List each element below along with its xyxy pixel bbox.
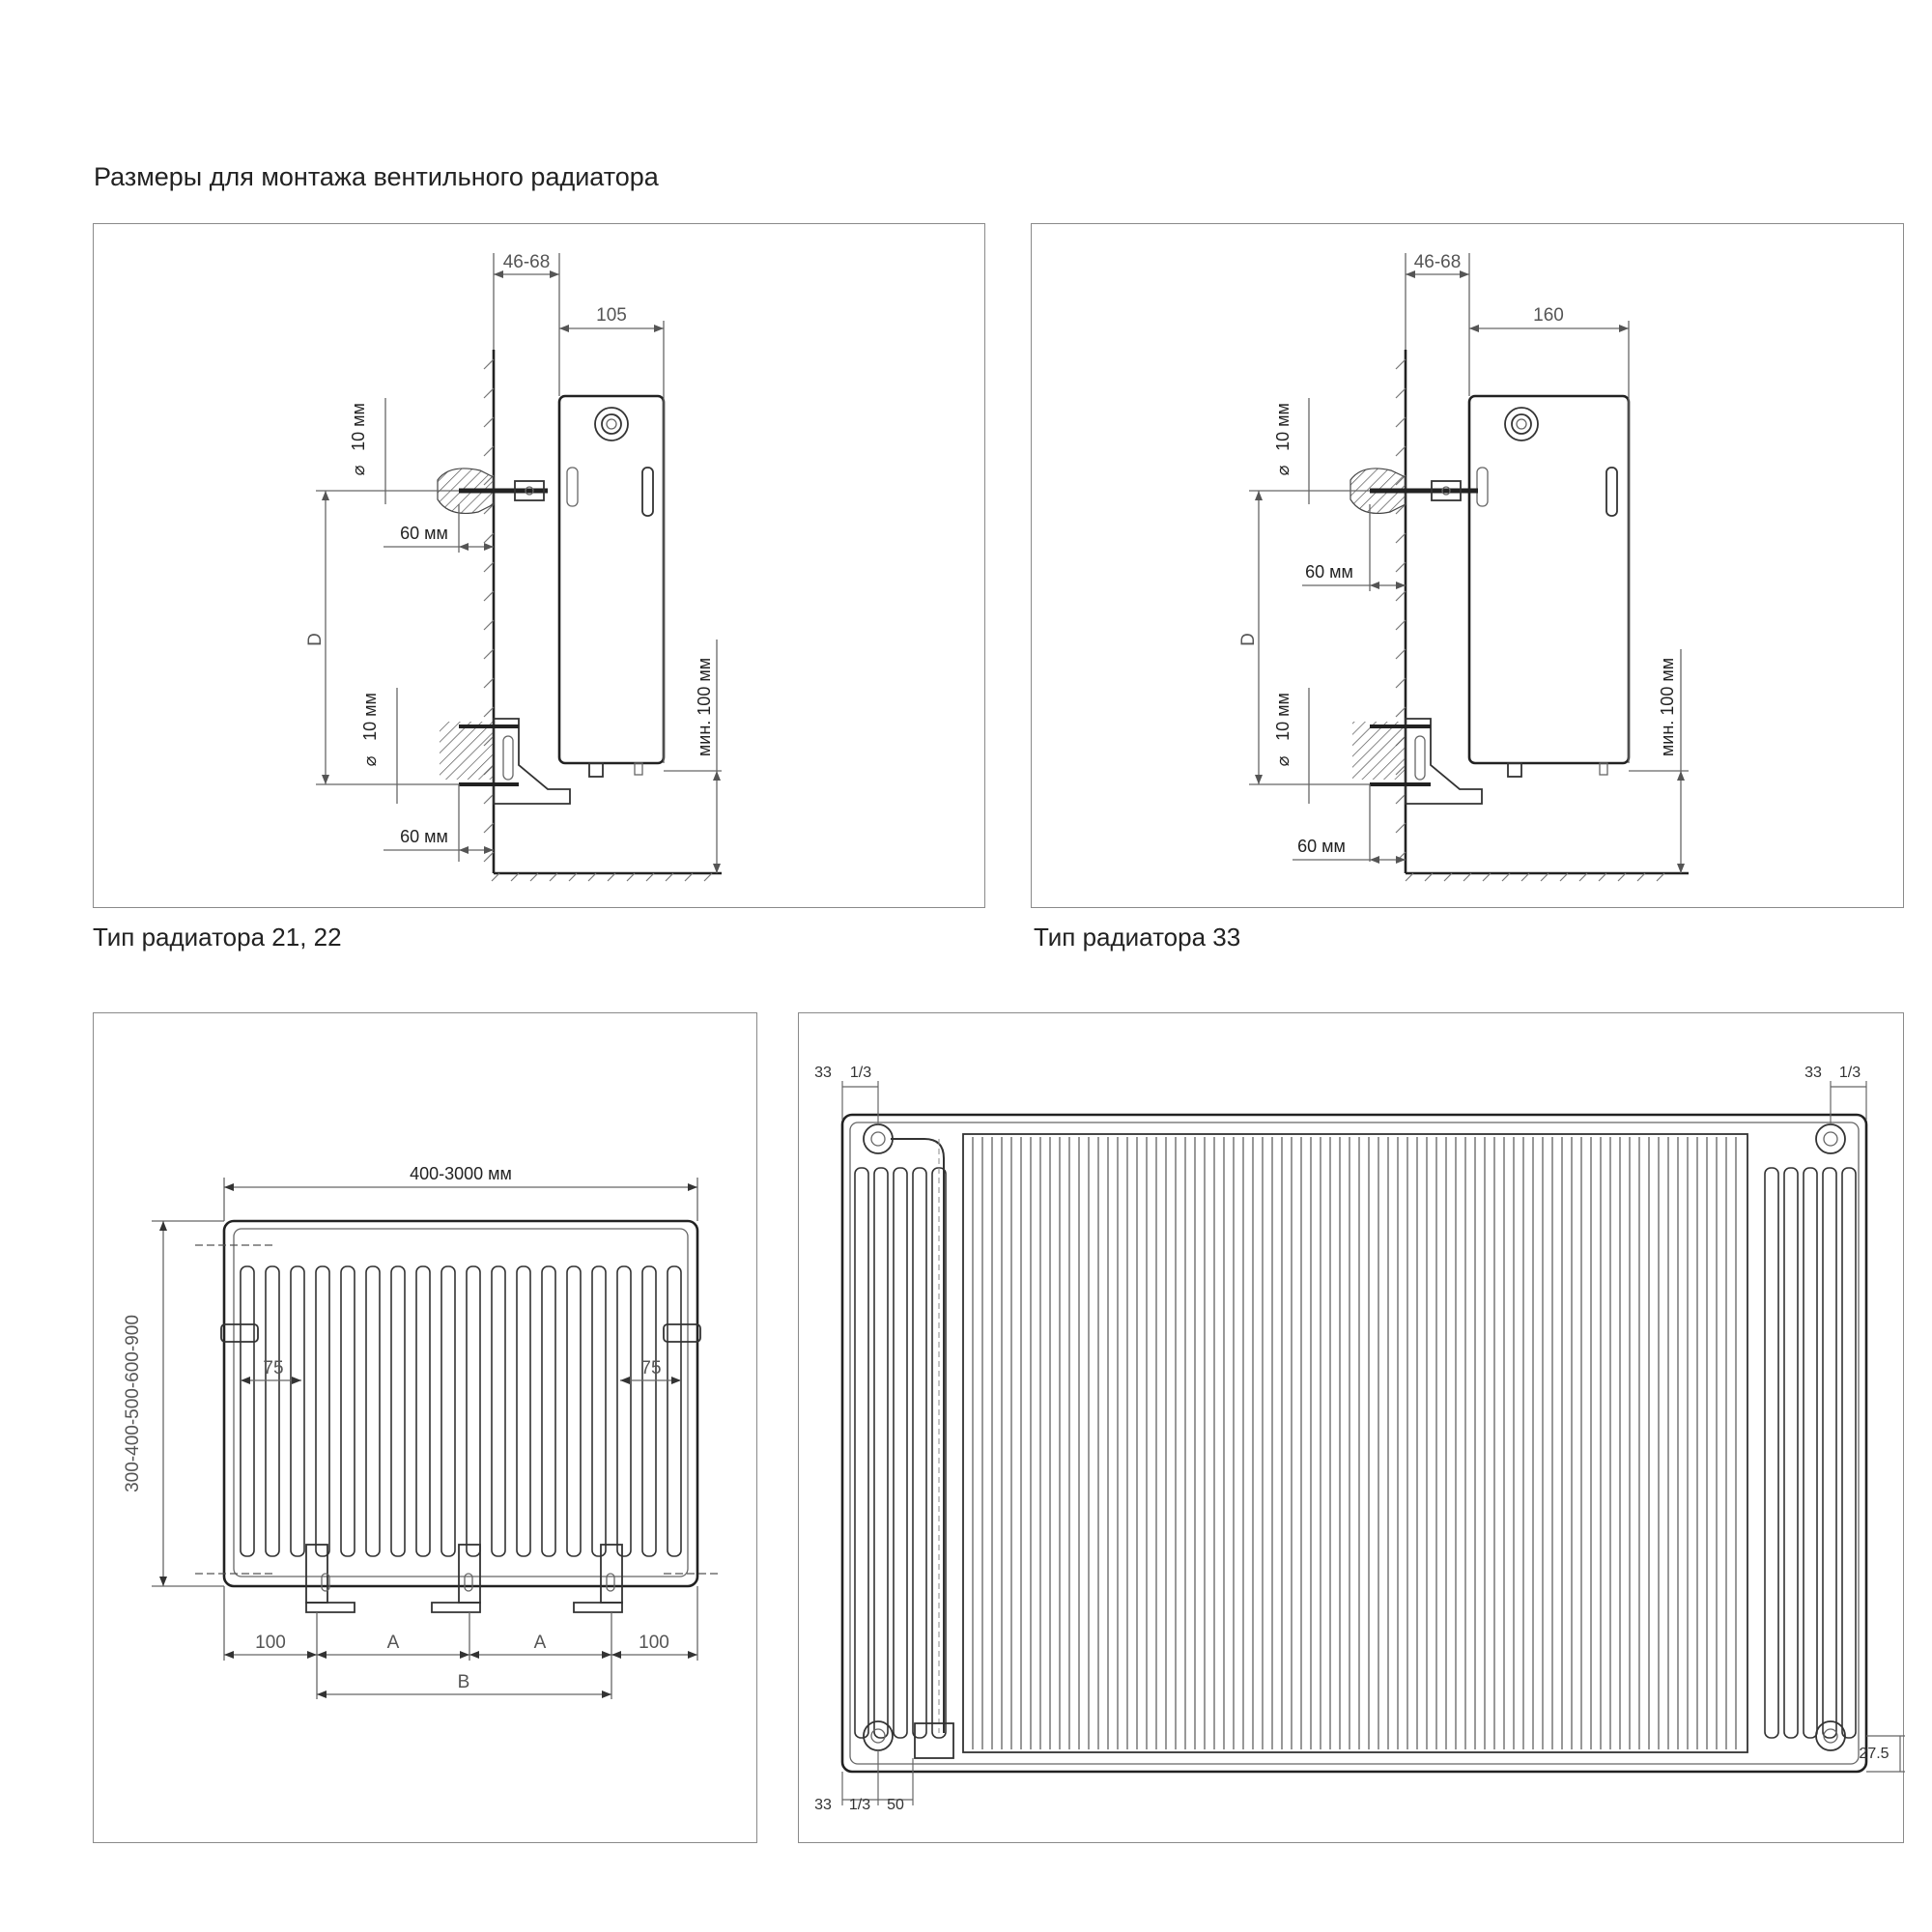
dim-bl-33: 33: [814, 1797, 832, 1813]
front-view-detail-drawing: 33 1/3 33 1/3 33 1/3 50 27.5: [814, 1065, 1905, 1813]
side-view-drawing-21-22: 46-68 105 D 10 мм ⌀ 60 мм 10 мм ⌀ 60 мм: [305, 252, 722, 882]
floor-bracket-right: [573, 1544, 623, 1613]
top-wall-bolt: [1350, 468, 1478, 515]
connector-top-right: [1815, 1123, 1846, 1154]
dim-right-75: 75: [640, 1358, 661, 1378]
mounting-slot: [1605, 467, 1618, 517]
dim-b: B: [458, 1672, 470, 1692]
dim-a-left: A: [387, 1633, 400, 1653]
panel-side-view-type-33: 46-68 160 D 10 мм ⌀ 60 мм 10 мм ⌀ 60 мм …: [1031, 223, 1904, 908]
convector-fins: [972, 1137, 1737, 1749]
dim-offset-top: 60 мм: [1305, 562, 1353, 582]
radiator-inner-outline: [849, 1122, 1860, 1765]
radiator-bottom-nipples: [1507, 762, 1608, 778]
dim-right-100: 100: [639, 1633, 669, 1653]
dim-d: D: [1238, 633, 1259, 646]
side-view-drawing-33: 46-68 160 D 10 мм ⌀ 60 мм 10 мм ⌀ 60 мм …: [1238, 252, 1689, 882]
dim-length: 400-3000 мм: [410, 1164, 512, 1183]
panel-front-view-brackets: 400-3000 мм 300-400-500-600-900 75 75 10…: [93, 1012, 757, 1843]
dim-depth: 160: [1533, 305, 1564, 326]
radiator-inner-outline: [233, 1228, 689, 1577]
floor-bracket-left: [305, 1544, 355, 1613]
convector-panel: [962, 1133, 1748, 1753]
dim-tr-33: 33: [1804, 1065, 1822, 1081]
dim-tl-1-3: 1/3: [850, 1065, 871, 1081]
dim-tr-1-3: 1/3: [1839, 1065, 1861, 1081]
dim-depth: 105: [596, 305, 627, 326]
connector-top-left: [863, 1123, 894, 1154]
radiator-fins: [240, 1265, 682, 1557]
caption-type-21-22: Тип радиатора 21, 22: [93, 923, 342, 952]
front-view-drawing: 400-3000 мм 300-400-500-600-900 75 75 10…: [123, 1164, 722, 1699]
caption-type-33: Тип радиатора 33: [1034, 923, 1241, 952]
top-right-clip: [663, 1323, 701, 1343]
floor-hatch: [491, 872, 713, 882]
dim-a-right: A: [534, 1633, 547, 1653]
dim-46-68: 46-68: [1414, 252, 1462, 272]
dim-offset-bottom: 60 мм: [400, 827, 448, 846]
dim-hole-top: 10 мм: [1273, 403, 1293, 451]
dim-br-27-5: 27.5: [1859, 1746, 1889, 1762]
bottom-bracket: [440, 718, 571, 805]
top-wall-bolt: [437, 468, 548, 515]
radiator-body: [1467, 394, 1631, 765]
diameter-symbol-top: ⌀: [1273, 465, 1293, 475]
mounting-slot-left: [566, 467, 579, 507]
dim-offset-top: 60 мм: [400, 524, 448, 543]
dim-hole-bottom: 10 мм: [360, 693, 380, 741]
valve-connector: [1504, 407, 1539, 441]
radiator-bottom-nipples: [588, 762, 643, 778]
panel-front-view-detail: 33 1/3 33 1/3 33 1/3 50 27.5: [798, 1012, 1905, 1843]
dim-floor-clearance: мин. 100 мм: [1658, 658, 1677, 756]
radiator-outline: [840, 1113, 1868, 1774]
bottom-dim-lines: [223, 1586, 698, 1699]
right-column-tubes: [1764, 1167, 1857, 1739]
valve-connector: [594, 407, 629, 441]
dim-d: D: [305, 633, 326, 646]
dim-46-68: 46-68: [503, 252, 551, 272]
bottom-bracket: [1352, 718, 1483, 805]
dim-tl-33: 33: [814, 1065, 832, 1081]
dim-offset-bottom: 60 мм: [1297, 837, 1346, 856]
dim-hole-top: 10 мм: [349, 403, 368, 451]
connector-bottom-right: [1815, 1720, 1846, 1751]
dim-bl-1-3: 1/3: [849, 1797, 870, 1813]
mounting-slot: [641, 467, 654, 517]
mounting-slot-left: [1476, 467, 1489, 507]
dim-height: 300-400-500-600-900: [123, 1315, 143, 1492]
dim-left-75: 75: [263, 1358, 283, 1378]
radiator-body: [557, 394, 666, 765]
dim-bl-50: 50: [887, 1797, 904, 1813]
connection-marks: [195, 1244, 722, 1575]
diameter-symbol-bottom: ⌀: [1273, 755, 1293, 766]
radiator-outline: [222, 1219, 699, 1588]
diameter-symbol-top: ⌀: [349, 465, 368, 475]
panel-side-view-type-21-22: 46-68 105 D 10 мм ⌀ 60 мм 10 мм ⌀ 60 мм: [93, 223, 985, 908]
page-title: Размеры для монтажа вентильного радиатор…: [94, 162, 659, 191]
diameter-symbol-bottom: ⌀: [360, 755, 380, 766]
floor-hatch: [1405, 872, 1665, 882]
dim-floor-clearance: мин. 100 мм: [695, 658, 714, 756]
left-column-tubes: [854, 1167, 947, 1739]
bottom-valve-block: [914, 1722, 954, 1759]
internal-pipe: [891, 1138, 945, 1733]
dim-left-100: 100: [255, 1633, 286, 1653]
top-left-clip: [220, 1323, 259, 1343]
dim-hole-bottom: 10 мм: [1273, 693, 1293, 741]
floor-bracket-middle: [431, 1544, 481, 1613]
